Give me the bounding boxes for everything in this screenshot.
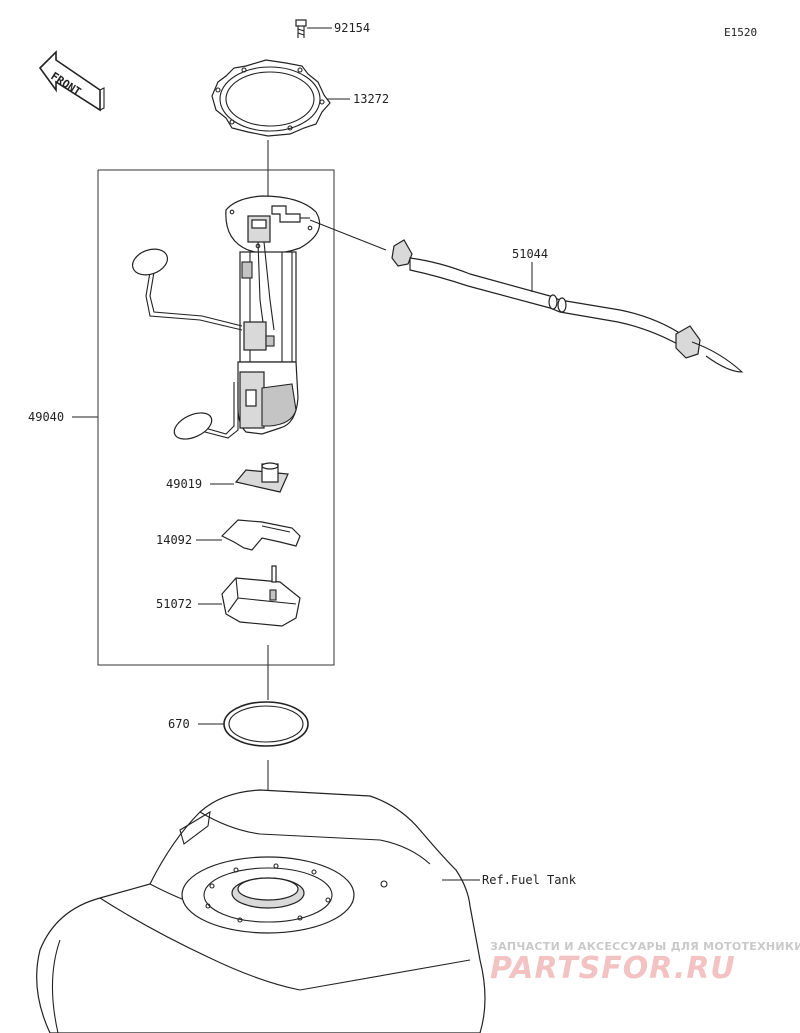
watermark-brand: PARTSFOR.RU	[490, 951, 736, 986]
sender-49019	[210, 462, 289, 493]
bolt-92154	[295, 19, 332, 38]
part-label-51044: 51044	[512, 247, 548, 261]
assembly-frame	[97, 169, 335, 666]
part-label-670: 670	[168, 717, 190, 731]
front-arrow-icon: FRONT	[38, 50, 105, 112]
fuel-tank	[36, 789, 486, 1033]
part-label-14092: 14092	[156, 533, 192, 547]
part-label-13272: 13272	[353, 92, 389, 106]
cover-51072	[198, 565, 301, 627]
diagram-code: E1520	[724, 26, 757, 39]
watermark-tagline: ЗАПЧАСТИ И АКСЕССУАРЫ ДЛЯ МОТОТЕХНИКИ	[490, 940, 800, 953]
gasket-13272	[211, 59, 350, 137]
fuel-pump-assembly	[131, 195, 321, 440]
part-label-49040: 49040	[28, 410, 64, 424]
part-label-51072: 51072	[156, 597, 192, 611]
fuel-hose-51044	[309, 219, 744, 373]
front-label: FRONT	[48, 70, 83, 99]
holder-14092	[196, 519, 301, 551]
part-label-49019: 49019	[166, 477, 202, 491]
o-ring-670	[198, 701, 309, 747]
reference-label-fuel-tank: Ref.Fuel Tank	[482, 873, 577, 887]
part-label-92154: 92154	[334, 21, 370, 35]
